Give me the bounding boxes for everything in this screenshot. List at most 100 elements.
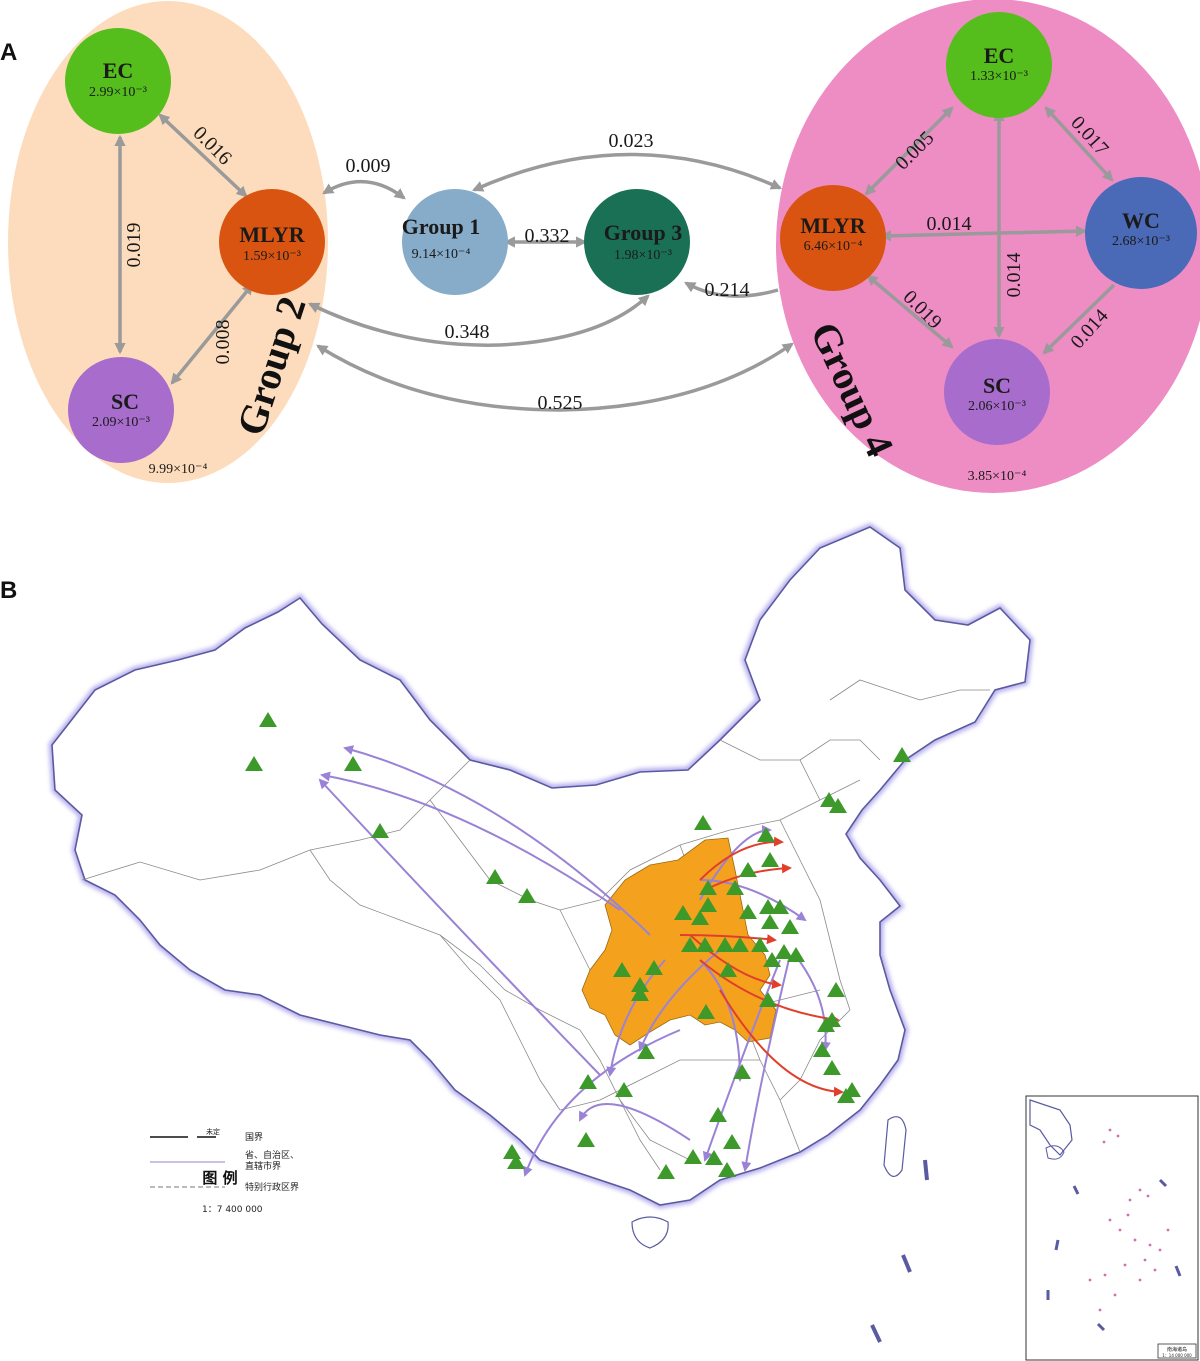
site-marker bbox=[684, 1149, 702, 1164]
site-marker bbox=[615, 1082, 633, 1097]
group-2-ec-value: 2.99×10⁻³ bbox=[89, 85, 147, 100]
island-dot bbox=[1103, 1273, 1107, 1277]
group-2-mlyr-name: MLYR bbox=[239, 222, 305, 247]
group-1-name: Group 1 bbox=[402, 214, 480, 239]
island-dot bbox=[1123, 1263, 1127, 1267]
site-marker bbox=[694, 815, 712, 830]
island-dot bbox=[1158, 1248, 1162, 1252]
edge-label-g1-g3: 0.332 bbox=[525, 225, 570, 247]
site-marker bbox=[739, 862, 757, 877]
site-marker bbox=[759, 992, 777, 1007]
inset-label-box bbox=[1157, 1343, 1197, 1359]
site-marker bbox=[716, 937, 734, 952]
island-dot bbox=[1146, 1194, 1150, 1198]
site-marker bbox=[579, 1074, 597, 1089]
red-arrow bbox=[689, 934, 782, 989]
purple-arrow bbox=[741, 954, 791, 1172]
edge-label-g2-sc-mlyr: 0.008 bbox=[212, 320, 234, 365]
group-4-value: 3.85×10⁻⁴ bbox=[968, 469, 1027, 484]
edge-g2-g4 bbox=[316, 342, 794, 412]
legend-provincial-1: 省、自治区、 bbox=[245, 1149, 299, 1161]
group-2-sc-node bbox=[68, 357, 174, 463]
edge-g4-mlyr-wc bbox=[879, 225, 1088, 242]
edge-g4-mlyr-ec bbox=[864, 106, 954, 196]
inset-dash bbox=[1054, 1239, 1060, 1251]
legend-provincial-2: 直辖市界 bbox=[245, 1160, 281, 1172]
site-marker bbox=[781, 919, 799, 934]
site-marker bbox=[657, 1164, 675, 1179]
site-marker bbox=[823, 1060, 841, 1075]
legend-title: 图 例 bbox=[202, 1169, 237, 1187]
inset-frame bbox=[1025, 1095, 1199, 1361]
group-3-name: Group 3 bbox=[604, 220, 682, 245]
site-marker bbox=[761, 852, 779, 867]
group-4-wc-value: 2.68×10⁻³ bbox=[1112, 234, 1170, 249]
group-3-value: 1.98×10⁻³ bbox=[614, 248, 672, 263]
edge-label-g4-mlyr-wc: 0.014 bbox=[927, 213, 972, 235]
edge-g4-mlyr-sc bbox=[866, 274, 954, 349]
edge-label-g2-g3: 0.348 bbox=[445, 321, 490, 343]
edge-label-g1-g4: 0.023 bbox=[609, 130, 654, 152]
site-marker bbox=[757, 827, 775, 842]
site-marker bbox=[763, 952, 781, 967]
site-marker bbox=[775, 944, 793, 959]
inset-scale: 1：14 000 000 bbox=[1162, 1353, 1192, 1358]
group-4-ec-node bbox=[946, 12, 1052, 118]
edge-g2-ec-mlyr bbox=[158, 113, 248, 198]
legend-national-boundary: 国界 bbox=[245, 1132, 263, 1143]
red-arrow bbox=[719, 989, 844, 1097]
edge-g2-sc-mlyr bbox=[170, 283, 254, 385]
site-marker bbox=[705, 1150, 723, 1165]
group-4-sc-name: SC bbox=[983, 373, 1011, 398]
red-arrow bbox=[679, 934, 777, 945]
inset-dash bbox=[1096, 1322, 1106, 1332]
taiwan-island bbox=[883, 1116, 907, 1177]
group-1-value: 9.14×10⁻⁴ bbox=[412, 247, 471, 262]
boundary-dash bbox=[901, 1254, 912, 1273]
group-4-sc-node bbox=[944, 339, 1050, 445]
site-marker bbox=[837, 1088, 855, 1103]
edge-g1-g4 bbox=[471, 152, 783, 192]
site-marker bbox=[813, 1042, 831, 1057]
site-markers bbox=[245, 712, 911, 1179]
legend-sar-boundary: 特别行政区界 bbox=[245, 1181, 299, 1193]
island-dot bbox=[1138, 1188, 1142, 1192]
purple-arrow bbox=[523, 1029, 681, 1177]
group-2-mlyr-node bbox=[219, 189, 325, 295]
purple-arrow bbox=[318, 778, 601, 1076]
site-marker bbox=[681, 937, 699, 952]
edge-g4-ec-wc bbox=[1044, 106, 1114, 182]
site-marker bbox=[759, 899, 777, 914]
site-marker bbox=[631, 986, 649, 1001]
site-marker bbox=[771, 899, 789, 914]
site-marker bbox=[817, 1017, 835, 1032]
legend-scale: 1：7 400 000 bbox=[202, 1205, 263, 1215]
edge-g3-g4 bbox=[684, 281, 779, 298]
island-dot bbox=[1113, 1293, 1117, 1297]
site-marker bbox=[507, 1154, 525, 1169]
site-marker bbox=[631, 977, 649, 992]
island-dot bbox=[1116, 1134, 1120, 1138]
inset-coastline bbox=[1029, 1099, 1073, 1156]
site-marker bbox=[709, 1107, 727, 1122]
site-marker bbox=[893, 747, 911, 762]
group-3-node bbox=[584, 189, 690, 295]
island-dot bbox=[1153, 1268, 1157, 1272]
inset-islands bbox=[1088, 1128, 1170, 1312]
hainan-island bbox=[631, 1216, 669, 1249]
site-marker bbox=[674, 905, 692, 920]
site-marker bbox=[518, 888, 536, 903]
island-dot bbox=[1118, 1228, 1122, 1232]
purple-arrow bbox=[699, 879, 807, 922]
site-marker bbox=[691, 910, 709, 925]
group-2-ec-node bbox=[65, 28, 171, 134]
site-marker bbox=[787, 947, 805, 962]
island-dot bbox=[1128, 1198, 1132, 1202]
edge-label-g4-ec-sc: 0.014 bbox=[1003, 253, 1025, 298]
site-marker bbox=[723, 1134, 741, 1149]
group-4-wc-node bbox=[1085, 177, 1197, 289]
boundary-dash bbox=[923, 1159, 929, 1181]
site-marker bbox=[739, 904, 757, 919]
site-marker bbox=[245, 756, 263, 771]
